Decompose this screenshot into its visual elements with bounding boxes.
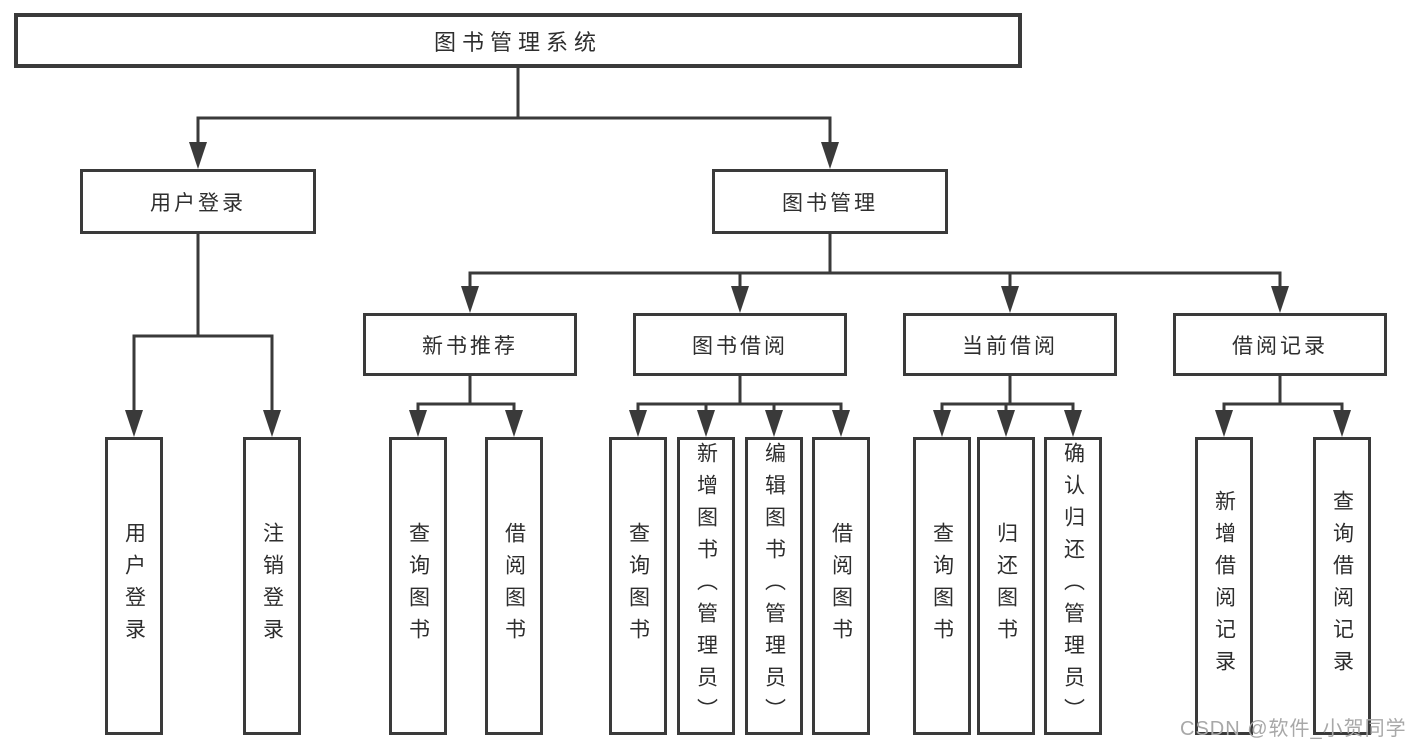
leaf-bb-add-books-admin: 新增图书（管理员） xyxy=(677,437,735,735)
node-label: 图书借阅 xyxy=(692,334,788,358)
arrowhead-icon xyxy=(697,410,715,437)
leaf-cb-query-books: 查询图书 xyxy=(913,437,971,735)
node-book-management: 图书管理 xyxy=(712,169,948,234)
node-label: 当前借阅 xyxy=(962,334,1058,358)
leaf-nbr-query-books: 查询图书 xyxy=(389,437,447,735)
node-label: 借阅图书 xyxy=(502,522,526,650)
node-label: 查询借阅记录 xyxy=(1330,490,1354,682)
node-label: 新书推荐 xyxy=(422,334,518,358)
leaf-nbr-borrow-books: 借阅图书 xyxy=(485,437,543,735)
arrowhead-icon xyxy=(997,410,1015,437)
node-current-borrow: 当前借阅 xyxy=(903,313,1117,376)
node-label: 归还图书 xyxy=(994,522,1018,650)
arrowhead-icon xyxy=(821,142,839,169)
leaf-br-query-record: 查询借阅记录 xyxy=(1313,437,1371,735)
node-label: 图书管理系统 xyxy=(433,29,602,55)
leaf-user-login: 用户登录 xyxy=(105,437,163,735)
arrowhead-icon xyxy=(1064,410,1082,437)
connector-lines xyxy=(132,66,1344,416)
node-label: 借阅记录 xyxy=(1232,334,1328,358)
leaf-bb-borrow-books: 借阅图书 xyxy=(812,437,870,735)
leaf-br-add-record: 新增借阅记录 xyxy=(1195,437,1253,735)
arrowhead-icon xyxy=(409,410,427,437)
arrowhead-icon xyxy=(1215,410,1233,437)
arrowhead-icon xyxy=(1271,286,1289,313)
leaf-logout: 注销登录 xyxy=(243,437,301,735)
arrowhead-icon xyxy=(933,410,951,437)
arrowhead-icon xyxy=(832,410,850,437)
node-borrow-records: 借阅记录 xyxy=(1173,313,1387,376)
node-label: 用户登录 xyxy=(122,522,146,650)
node-library-management-system: 图书管理系统 xyxy=(14,13,1022,68)
arrowhead-icon xyxy=(629,410,647,437)
arrowhead-icon xyxy=(125,410,143,437)
leaf-cb-confirm-return-admin: 确认归还（管理员） xyxy=(1044,437,1102,735)
node-label: 新增图书（管理员） xyxy=(694,442,718,730)
node-label: 注销登录 xyxy=(260,522,284,650)
node-label: 查询图书 xyxy=(406,522,430,650)
arrowhead-icon xyxy=(1001,286,1019,313)
arrowhead-icon xyxy=(505,410,523,437)
arrowhead-icon xyxy=(731,286,749,313)
leaf-cb-return-books: 归还图书 xyxy=(977,437,1035,735)
node-new-book-recommend: 新书推荐 xyxy=(363,313,577,376)
node-label: 查询图书 xyxy=(626,522,650,650)
csdn-watermark: CSDN @软件_小贺同学 xyxy=(1180,718,1405,740)
arrowhead-icon xyxy=(1333,410,1351,437)
node-label: 用户登录 xyxy=(150,191,246,215)
node-label: 编辑图书（管理员） xyxy=(762,442,786,730)
node-label: 借阅图书 xyxy=(829,522,853,650)
leaf-bb-query-books: 查询图书 xyxy=(609,437,667,735)
node-label: 查询图书 xyxy=(930,522,954,650)
node-label: 图书管理 xyxy=(782,191,878,215)
node-user-login: 用户登录 xyxy=(80,169,316,234)
node-book-borrow: 图书借阅 xyxy=(633,313,847,376)
arrowhead-icon xyxy=(263,410,281,437)
arrowhead-icon xyxy=(189,142,207,169)
leaf-bb-edit-books-admin: 编辑图书（管理员） xyxy=(745,437,803,735)
connector-arrowheads xyxy=(125,142,1351,437)
arrowhead-icon xyxy=(461,286,479,313)
arrowhead-icon xyxy=(765,410,783,437)
node-label: 确认归还（管理员） xyxy=(1061,442,1085,730)
node-label: 新增借阅记录 xyxy=(1212,490,1236,682)
